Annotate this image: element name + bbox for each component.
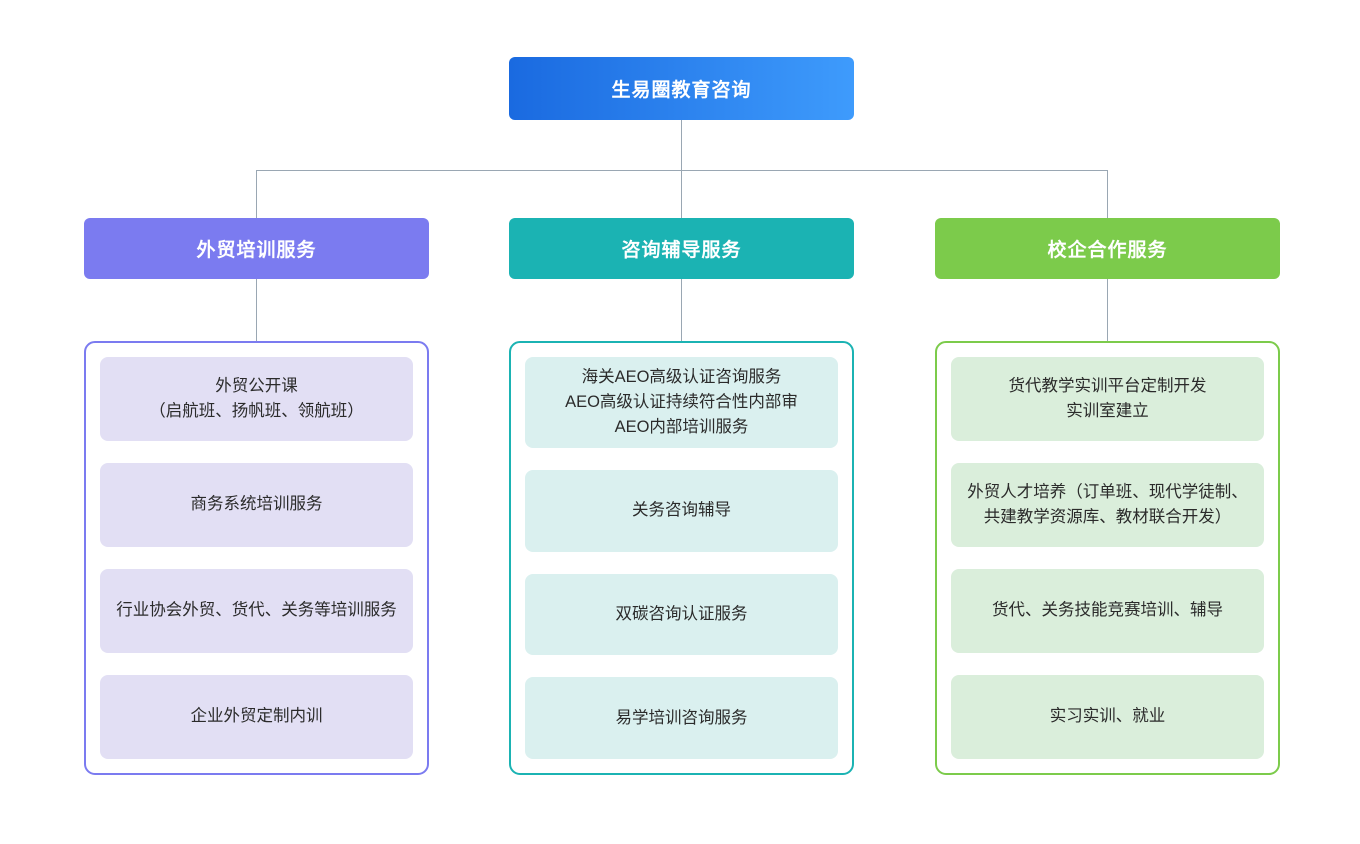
branch-group-school-enterprise: 货代教学实训平台定制开发 实训室建立 外贸人才培养（订单班、现代学徒制、共建教学… <box>935 341 1280 775</box>
leaf-card[interactable]: 行业协会外贸、货代、关务等培训服务 <box>100 569 413 653</box>
connector-root-stem <box>681 120 682 170</box>
branch-header-label: 咨询辅导服务 <box>621 240 742 261</box>
connector-branch-3-to-group <box>1107 279 1108 341</box>
leaf-card[interactable]: 外贸人才培养（订单班、现代学徒制、共建教学资源库、教材联合开发） <box>951 463 1264 547</box>
leaf-card[interactable]: 实习实训、就业 <box>951 675 1264 759</box>
leaf-card[interactable]: 外贸公开课 （启航班、扬帆班、领航班） <box>100 357 413 441</box>
leaf-card[interactable]: 货代、关务技能竞赛培训、辅导 <box>951 569 1264 653</box>
connector-drop-branch-3 <box>1107 170 1108 218</box>
branch-header-label: 外贸培训服务 <box>196 240 317 261</box>
root-node[interactable]: 生易圈教育咨询 <box>509 57 854 120</box>
root-node-label: 生易圈教育咨询 <box>611 80 752 101</box>
branch-group-consulting-tutoring: 海关AEO高级认证咨询服务 AEO高级认证持续符合性内部审 AEO内部培训服务 … <box>509 341 854 775</box>
leaf-card[interactable]: 海关AEO高级认证咨询服务 AEO高级认证持续符合性内部审 AEO内部培训服务 <box>525 357 838 449</box>
branch-header-foreign-trade-training[interactable]: 外贸培训服务 <box>84 218 429 279</box>
leaf-card[interactable]: 企业外贸定制内训 <box>100 675 413 759</box>
leaf-card[interactable]: 商务系统培训服务 <box>100 463 413 547</box>
branch-group-foreign-trade-training: 外贸公开课 （启航班、扬帆班、领航班） 商务系统培训服务 行业协会外贸、货代、关… <box>84 341 429 775</box>
leaf-card[interactable]: 易学培训咨询服务 <box>525 677 838 760</box>
branch-header-school-enterprise[interactable]: 校企合作服务 <box>935 218 1280 279</box>
connector-drop-branch-2 <box>681 170 682 218</box>
connector-drop-branch-1 <box>256 170 257 218</box>
connector-branch-1-to-group <box>256 279 257 341</box>
leaf-card[interactable]: 货代教学实训平台定制开发 实训室建立 <box>951 357 1264 441</box>
branch-header-label: 校企合作服务 <box>1047 240 1168 261</box>
branch-header-consulting-tutoring[interactable]: 咨询辅导服务 <box>509 218 854 279</box>
leaf-card[interactable]: 双碳咨询认证服务 <box>525 573 838 656</box>
connector-branch-2-to-group <box>681 279 682 341</box>
leaf-card[interactable]: 关务咨询辅导 <box>525 470 838 552</box>
